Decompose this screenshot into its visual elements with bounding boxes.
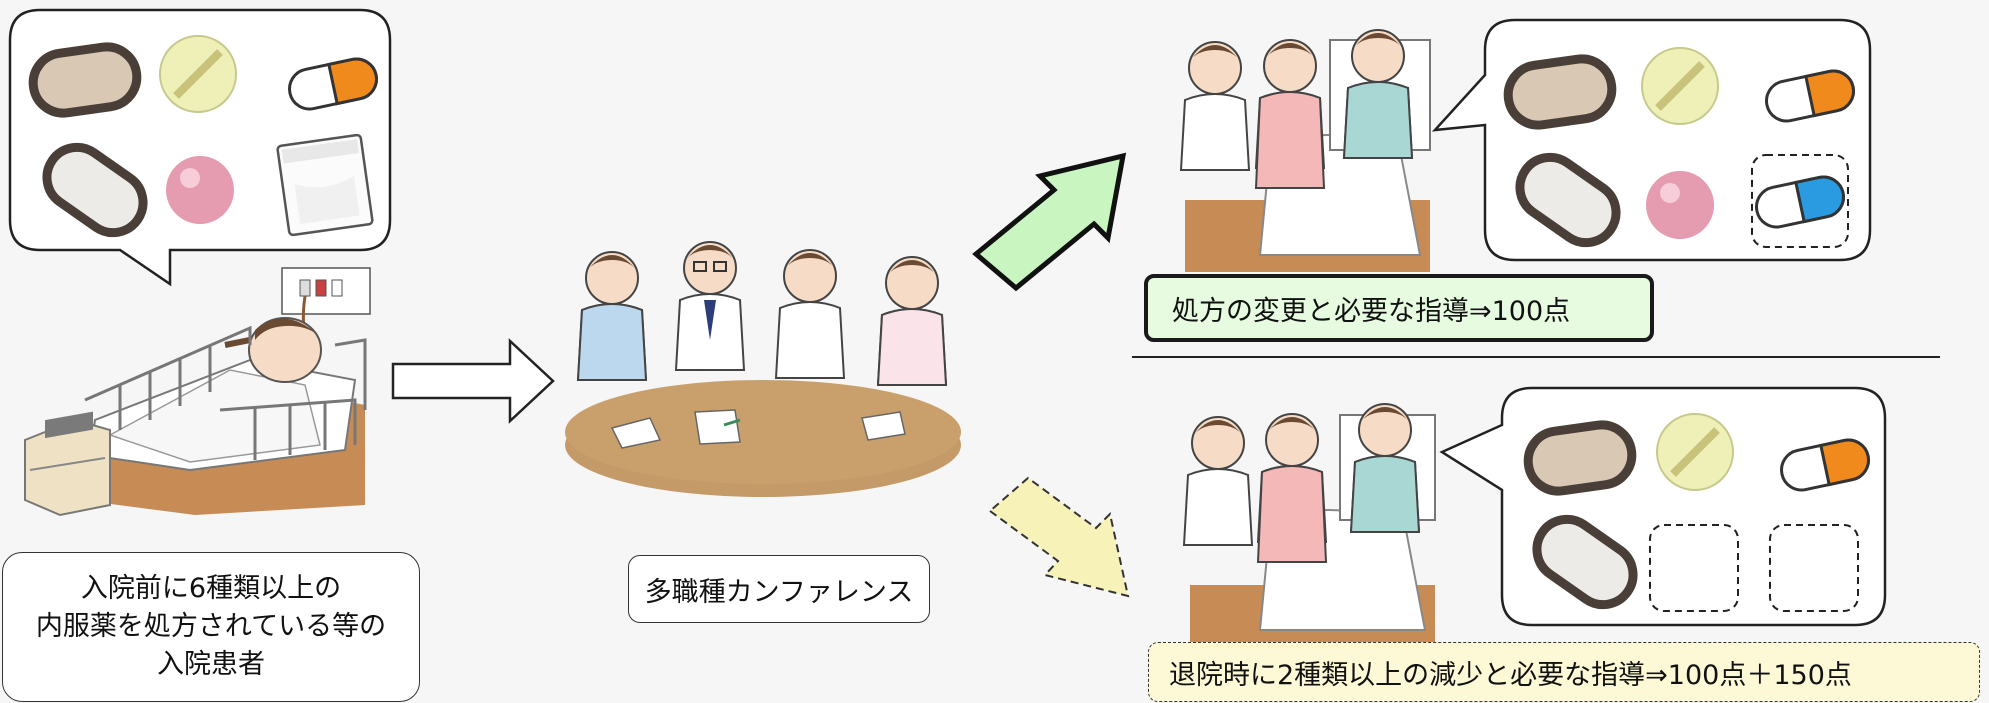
arrow-up-right-green <box>972 152 1127 292</box>
staff-member-doctor <box>675 241 745 371</box>
oval-pill-beige-icon <box>29 43 140 117</box>
powder-packet-icon <box>276 133 374 237</box>
staff-member-3 <box>775 249 845 379</box>
empty-slot-icon <box>1649 524 1739 612</box>
medicine-speech-bubble-reduced <box>1439 386 1887 627</box>
arrow-down-right-yellow-dashed <box>988 476 1130 598</box>
empty-slot-icon <box>1769 524 1859 612</box>
round-tablet-pink-icon <box>1646 171 1714 239</box>
bedside-cabinet <box>24 411 111 517</box>
staff-member-1 <box>576 251 648 381</box>
round-tablet-yellow-icon <box>1642 48 1718 124</box>
changed-slot-frame <box>1751 154 1849 248</box>
conference-label: 多職種カンファレンス <box>628 555 930 623</box>
oval-pill-beige-icon <box>1524 421 1635 495</box>
medicine-speech-bubble-changed <box>1431 18 1872 262</box>
round-tablet-pink-icon <box>166 156 234 224</box>
prescription-change-result-label: 処方の変更と必要な指導⇒100点 <box>1144 274 1654 342</box>
patient-description-label: 入院前に6種類以上の 内服薬を処方されている等の 入院患者 <box>2 552 420 702</box>
bedside-group-bottom <box>1183 403 1436 645</box>
oval-pill-beige-icon <box>1504 55 1615 129</box>
patient-label-line-2: 内服薬を処方されている等の <box>35 611 387 642</box>
arrow-right-to-conference <box>391 338 555 424</box>
round-tablet-yellow-icon <box>160 36 236 112</box>
patient-in-bed-illustration <box>24 267 371 517</box>
round-tablet-yellow-icon <box>1657 414 1733 490</box>
patient-label-line-1: 入院前に6種類以上の <box>80 573 342 604</box>
staff-member-4 <box>876 256 948 386</box>
patient-label-line-3: 入院患者 <box>157 649 265 680</box>
conference-illustration <box>565 241 961 497</box>
bedside-group-top <box>1180 29 1431 272</box>
medicine-speech-bubble-before <box>8 8 392 287</box>
reduction-result-label: 退院時に2種類以上の減少と必要な指導⇒100点＋150点 <box>1148 642 1980 702</box>
